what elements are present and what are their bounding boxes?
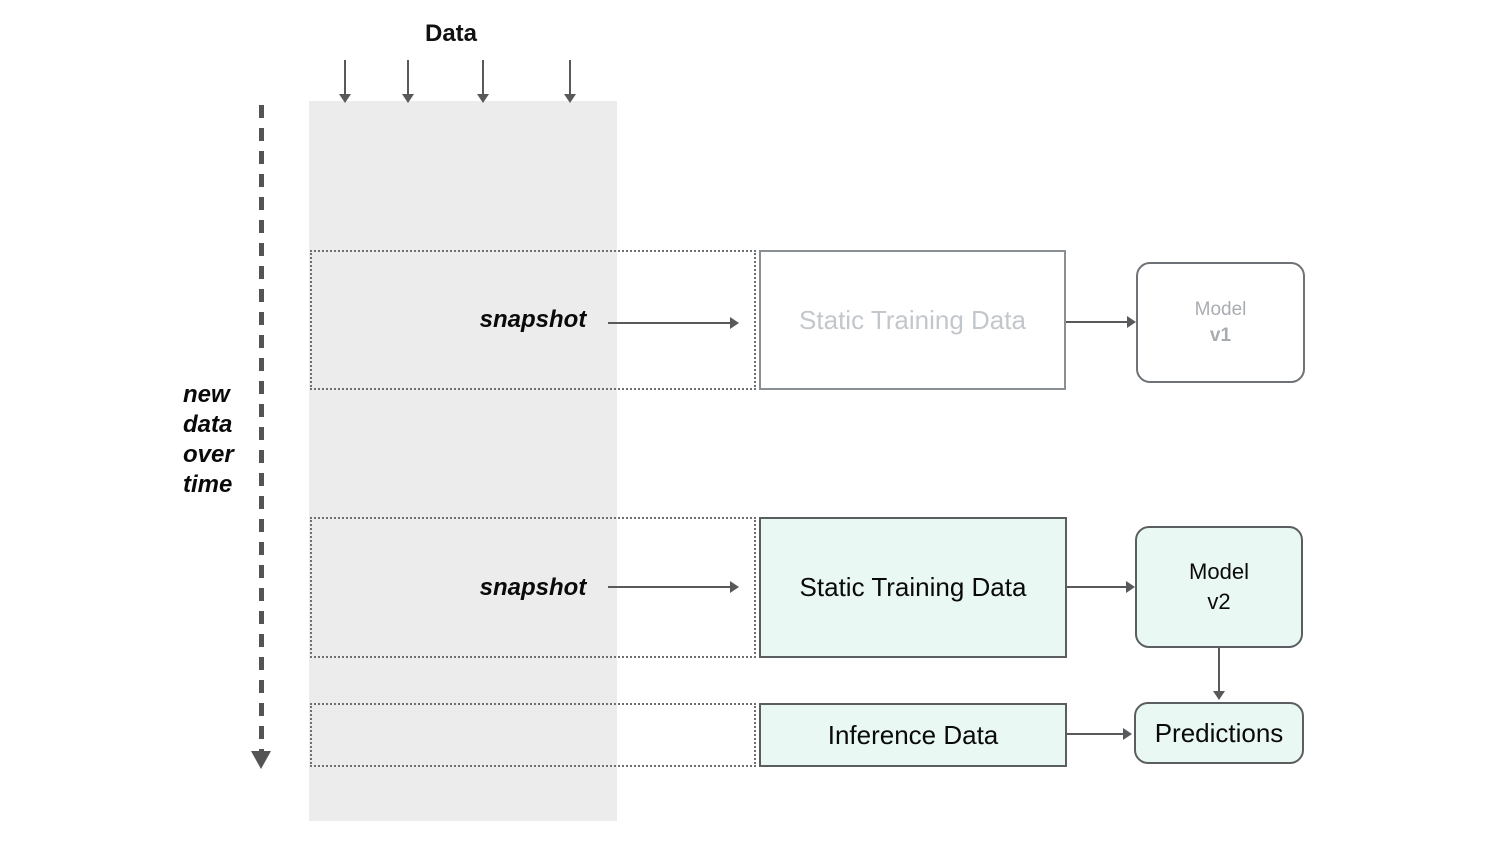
snapshot-label-2: snapshot xyxy=(479,573,587,601)
model-to-predictions-arrow-icon xyxy=(1213,648,1225,700)
snapshot-arrow-1-icon xyxy=(608,317,739,329)
model-v2-box: Model v2 xyxy=(1135,526,1303,648)
snapshot-arrow-2-icon xyxy=(608,581,739,593)
model-v1-version: v1 xyxy=(1209,324,1232,346)
data-stream-band xyxy=(309,101,617,821)
inference-to-predictions-arrow-icon xyxy=(1067,728,1132,740)
data-inflow-arrow-icon xyxy=(564,60,576,103)
time-axis-arrowhead-icon xyxy=(251,751,271,769)
data-to-model-arrow-2-icon xyxy=(1067,581,1135,593)
inference-data-box: Inference Data xyxy=(759,703,1067,767)
time-axis-label: new data over time xyxy=(183,381,234,498)
model-v1-name: Model xyxy=(1194,298,1247,320)
snapshot-region-2: snapshot xyxy=(310,517,756,658)
inference-region xyxy=(310,703,756,767)
model-v1-box: Model v1 xyxy=(1136,262,1305,383)
data-inflow-arrow-icon xyxy=(402,60,414,103)
time-axis-dashed-arrow-icon xyxy=(259,105,264,751)
model-v2-name: Model xyxy=(1189,559,1249,585)
data-inflow-arrow-icon xyxy=(339,60,351,103)
snapshot-region-1: snapshot xyxy=(310,250,756,390)
model-v2-version: v2 xyxy=(1207,589,1231,614)
static-training-data-box-v1: Static Training Data xyxy=(759,250,1066,390)
data-title: Data xyxy=(424,20,478,47)
data-inflow-arrow-icon xyxy=(477,60,489,103)
predictions-box: Predictions xyxy=(1134,702,1304,764)
snapshot-label-1: snapshot xyxy=(479,306,587,333)
data-to-model-arrow-1-icon xyxy=(1066,316,1136,328)
static-training-data-box-v2: Static Training Data xyxy=(759,517,1067,658)
